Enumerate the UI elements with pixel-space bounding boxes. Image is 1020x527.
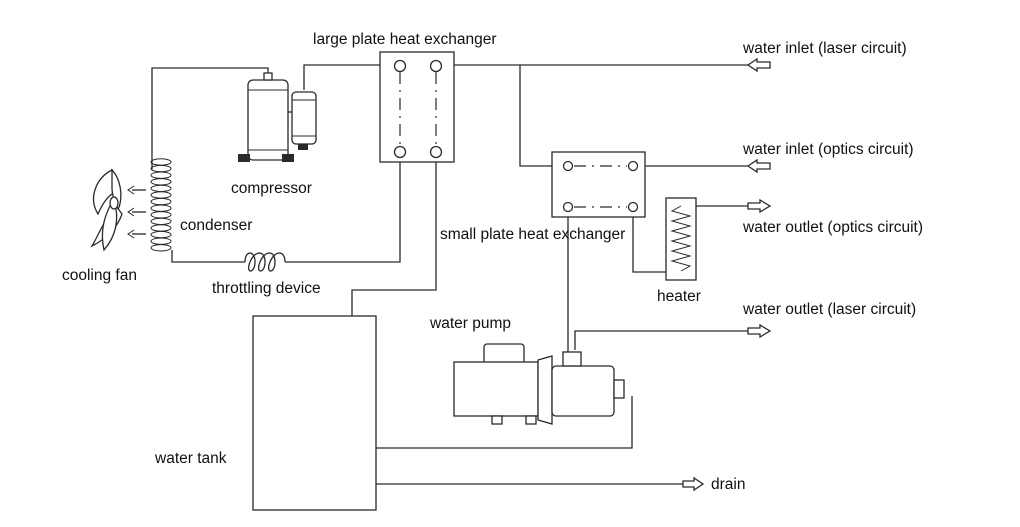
condenser-coil-turn (150, 237, 172, 245)
condenser-coil (150, 158, 172, 252)
outlet-arrow-laser (747, 323, 772, 339)
throttling-label: throttling device (212, 280, 321, 297)
cooling-fan-label: cooling fan (62, 267, 137, 284)
heater-unit (665, 197, 697, 281)
condenser-coil-turn (150, 211, 172, 219)
condenser-coil-turn (150, 184, 172, 193)
condenser-coil-turn (150, 244, 172, 252)
condenser-coil-turn (150, 204, 172, 212)
inlet-arrow-optics (746, 158, 771, 174)
small-plate-heat-exchanger (551, 151, 646, 218)
water-tank (252, 315, 377, 511)
water-tank-label: water tank (154, 450, 227, 467)
cooling-fan (90, 168, 146, 252)
drain-arrow (682, 476, 705, 492)
water-pump-label: water pump (429, 315, 511, 332)
inlet-optics-label: water inlet (optics circuit) (742, 141, 914, 158)
condenser-coil-turn (150, 171, 172, 179)
outlet-arrow-optics (747, 198, 772, 214)
inlet-laser-label: water inlet (laser circuit) (742, 40, 907, 57)
compressor-label: compressor (231, 180, 312, 197)
heater-label: heater (657, 288, 701, 305)
condenser-label: condenser (180, 217, 252, 234)
condenser-coil-turn (150, 230, 172, 239)
condenser-coil-turn (150, 217, 172, 226)
small-hx-label: small plate heat exchanger (440, 226, 625, 243)
condenser-coil-turn (150, 178, 172, 186)
throttling-device (244, 252, 286, 272)
condenser-coil-turn (150, 197, 172, 206)
large-hx-label: large plate heat exchanger (313, 31, 497, 48)
condenser-coil-turn (150, 158, 172, 166)
condenser-coil-turn (150, 164, 172, 173)
condenser-coil-turn (150, 224, 172, 232)
drain-label: drain (711, 476, 745, 493)
large-plate-heat-exchanger (379, 51, 455, 163)
water-pump (453, 343, 625, 425)
condenser-coil-turn (150, 191, 172, 199)
outlet-laser-label: water outlet (laser circuit) (742, 301, 916, 318)
compressor-unit (238, 72, 317, 162)
outlet-optics-label: water outlet (optics circuit) (742, 219, 923, 236)
inlet-arrow-laser (746, 57, 771, 73)
